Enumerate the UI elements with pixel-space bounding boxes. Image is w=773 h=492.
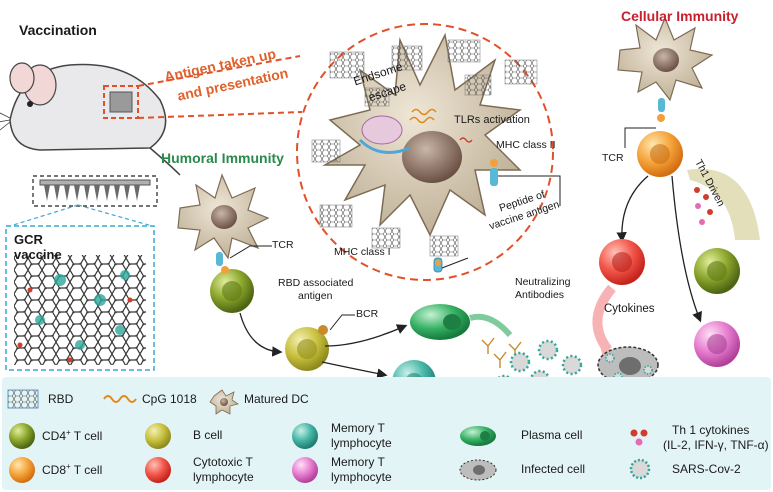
legend-th1-line1: Th 1 cytokines — [672, 423, 750, 437]
gcr-label-line2: vaccine — [14, 247, 62, 262]
tcr-label-cellular: TCR — [602, 152, 624, 164]
mouse-illustration — [0, 62, 181, 176]
th1-cytokine-dots — [694, 187, 713, 225]
tcr-label-humoral: TCR — [272, 239, 294, 251]
memory-teal-legend-icon — [292, 423, 318, 449]
legend-cd8: CD8+ T cell — [42, 462, 103, 477]
legend-cytotoxic-line2: lymphocyte — [193, 470, 254, 484]
rbd-antigen-label-line2: antigen — [298, 290, 333, 302]
microneedle-patch — [32, 175, 158, 207]
cytokines-arrow — [592, 284, 616, 354]
sars-legend-icon — [629, 458, 651, 480]
legend-cd8-rest: T cell — [70, 463, 103, 477]
legend-memory-pink-line1: Memory T — [331, 455, 385, 469]
legend-cd4: CD4+ T cell — [42, 428, 103, 443]
bcell-legend-icon — [145, 423, 171, 449]
rbd-legend-icon — [7, 389, 39, 409]
cd4-legend-icon — [9, 423, 35, 449]
th1-driven-arrow — [687, 168, 760, 240]
dc-legend-icon — [209, 389, 239, 415]
legend-cd4-sup: + — [66, 428, 71, 437]
legend-cd8-sup: + — [66, 462, 71, 471]
cellular-dc — [617, 16, 714, 122]
legend-dc: Matured DC — [244, 392, 309, 406]
cpg-legend-icon — [103, 395, 137, 403]
legend-memory-teal-line1: Memory T — [331, 421, 385, 435]
zoom-line-bottom — [137, 111, 303, 119]
gcr-label-line1: GCR — [14, 232, 43, 247]
legend-bcell: B cell — [193, 428, 223, 442]
legend-cd4-main: CD4 — [42, 429, 67, 443]
legend-plasma: Plasma cell — [521, 428, 583, 442]
infected-legend-icon — [459, 459, 497, 481]
neutralizing-label-line2: Antibodies — [515, 289, 565, 301]
cytotoxic-legend-icon — [145, 457, 171, 483]
legend-memory-pink-line2: lymphocyte — [331, 470, 392, 484]
humoral-dc — [177, 173, 270, 266]
plasma-cell — [410, 304, 470, 340]
legend-th1-line2: (IL-2, IFN-γ, TNF-α) — [663, 438, 769, 452]
legend-cytotoxic-line1: Cytotoxic T — [193, 455, 253, 469]
zoom-line-top — [137, 55, 301, 87]
th1-cytokines-legend-icon — [630, 429, 648, 446]
bcr-label: BCR — [356, 308, 379, 320]
legend-memory-teal-line2: lymphocyte — [331, 436, 392, 450]
legend-sars: SARS-Cov-2 — [672, 462, 741, 476]
cd8-legend-icon — [9, 457, 35, 483]
mhc1-label: MHC class I — [334, 246, 391, 258]
rbd-antigen-label-line1: RBD associated — [278, 277, 354, 289]
legend-icons — [7, 389, 651, 483]
legend-panel — [2, 377, 771, 490]
legend-cd8-main: CD8 — [42, 463, 67, 477]
gcr-vaccine-panel — [5, 225, 155, 371]
humoral-immunity-header: Humoral Immunity — [161, 150, 284, 166]
legend-infected: Infected cell — [521, 462, 586, 476]
memory-pink-legend-icon — [292, 457, 318, 483]
vaccination-header: Vaccination — [19, 22, 97, 38]
legend-rbd: RBD — [48, 392, 74, 406]
legend-cpg: CpG 1018 — [142, 392, 197, 406]
neutralizing-label-line1: Neutralizing — [515, 276, 571, 288]
legend-cd4-rest: T cell — [70, 429, 103, 443]
mhc2-label: MHC class II — [496, 139, 556, 151]
dendritic-cell-zoom — [296, 23, 554, 281]
cytokines-label: Cytokines — [604, 303, 655, 315]
plasma-legend-icon — [460, 426, 496, 446]
cellular-immunity-header: Cellular Immunity — [621, 8, 739, 24]
tlrs-label: TLRs activation — [454, 114, 530, 126]
